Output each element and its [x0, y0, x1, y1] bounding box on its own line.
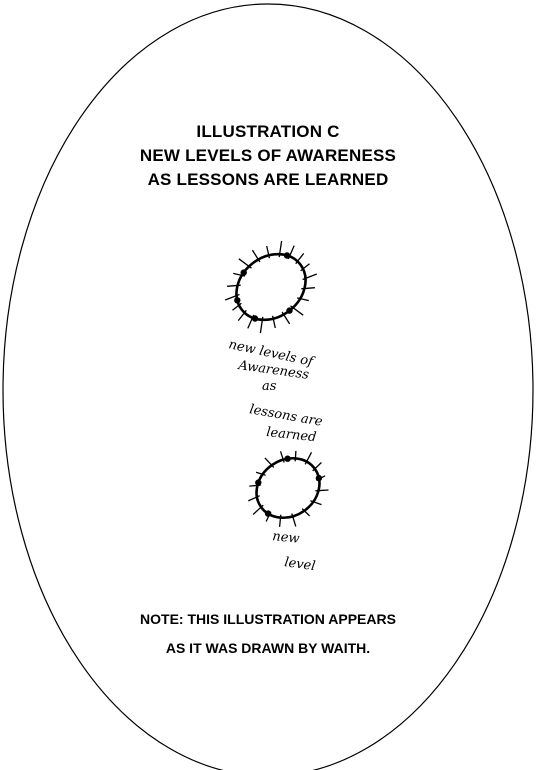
dot-mark: [284, 456, 290, 462]
note-line-1: NOTE: THIS ILLUSTRATION APPEARS: [0, 611, 536, 627]
hand-label-line-4: lessons are: [248, 402, 324, 430]
hand-bottom-line-1: new: [272, 529, 301, 547]
dot-mark: [284, 252, 290, 258]
hand-bottom-line-2: level: [283, 555, 316, 574]
dot-mark: [234, 297, 240, 303]
spike-mark: [239, 259, 252, 268]
dot-mark: [252, 315, 258, 321]
dot-mark: [316, 475, 322, 481]
lower-awareness-circle: [245, 446, 331, 530]
middle-handwritten-label: new levels of Awareness as lessons are l…: [227, 337, 324, 445]
hand-label-line-5: learned: [266, 425, 318, 445]
dot-mark: [255, 479, 261, 485]
hand-label-line-3: as: [262, 379, 277, 394]
dot-mark: [241, 269, 247, 275]
dot-mark: [286, 307, 292, 313]
spike-mark: [295, 451, 296, 461]
upper-awareness-circle: [223, 241, 318, 334]
spike-mark: [315, 490, 328, 491]
lower-circle-spikes: [248, 451, 328, 527]
bottom-handwritten-label: new level: [272, 529, 317, 574]
dot-mark: [265, 510, 271, 516]
note-line-2: AS IT WAS DRAWN BY WAITH.: [0, 640, 536, 656]
